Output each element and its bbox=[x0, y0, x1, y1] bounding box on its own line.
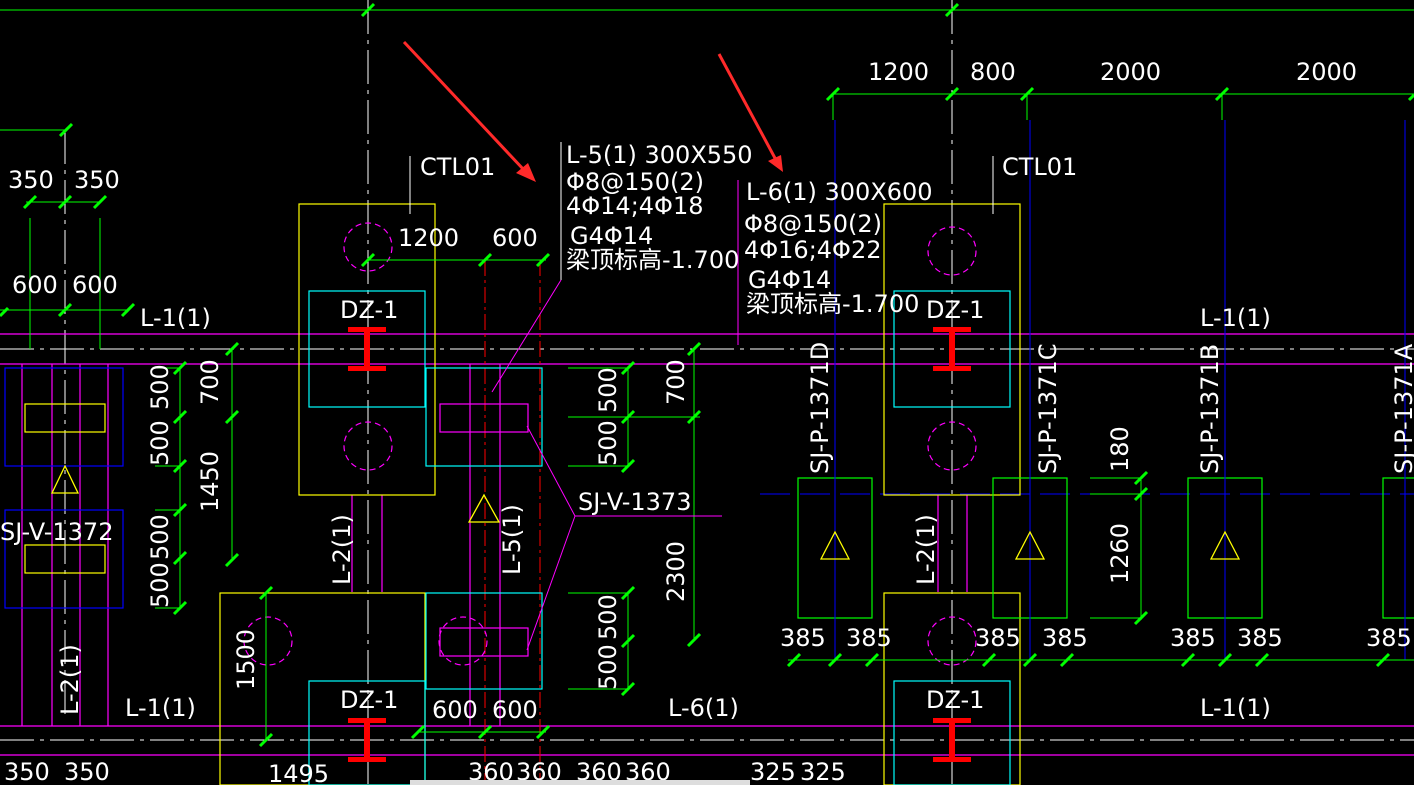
label-l2-a: L-2(1) bbox=[328, 514, 356, 585]
red-arrows bbox=[402, 40, 783, 182]
dim-text-1495: 1495 bbox=[268, 760, 329, 785]
l6-annotation-line5: 梁顶标高-1.700 bbox=[746, 290, 919, 318]
label-l2-b: L-2(1) bbox=[912, 514, 940, 585]
vertical-dimension-texts: 700 500 500 1450 500 500 500 500 700 230… bbox=[146, 359, 1134, 690]
dim-text-2000-b: 2000 bbox=[1296, 58, 1357, 86]
l6-annotation-line4: G4Φ14 bbox=[748, 266, 831, 294]
dim-text-600-b2: 600 bbox=[492, 696, 538, 724]
dim-text-385-2: 385 bbox=[846, 624, 892, 652]
dim-text-500-m2: 500 bbox=[594, 420, 622, 466]
l5-annotation-line4: G4Φ14 bbox=[570, 222, 653, 250]
dim-text-1450: 1450 bbox=[196, 451, 224, 512]
dim-text-1500: 1500 bbox=[232, 629, 260, 690]
dim-text-1200-mid: 1200 bbox=[398, 224, 459, 252]
label-l6-beam: L-6(1) bbox=[668, 694, 739, 722]
l6-annotation-line3: 4Φ16;4Φ22 bbox=[744, 236, 881, 264]
dim-text-500-l2: 500 bbox=[146, 420, 174, 466]
dim-text-500-l4: 500 bbox=[146, 562, 174, 608]
beams bbox=[0, 333, 1414, 756]
dim-text-2000-a: 2000 bbox=[1100, 58, 1161, 86]
dim-text-500-m4: 500 bbox=[594, 644, 622, 690]
label-l1-a: L-1(1) bbox=[140, 304, 211, 332]
beam-annotation-l5[interactable]: L-5(1) 300X550 Φ8@150(2) 4Φ14;4Φ18 G4Φ14… bbox=[566, 141, 753, 274]
element-labels: CTL01 CTL01 DZ-1 DZ-1 DZ-1 DZ-1 L-1(1) L… bbox=[0, 153, 1414, 722]
l5-annotation-line2: Φ8@150(2) bbox=[566, 168, 704, 196]
label-dz1-d: DZ-1 bbox=[926, 686, 984, 714]
label-l1-d: L-1(1) bbox=[1200, 694, 1271, 722]
label-l2-c: L-2(1) bbox=[56, 644, 84, 715]
label-sjv1373: SJ-V-1373 bbox=[578, 488, 691, 516]
dim-text-600-b1: 600 bbox=[432, 696, 478, 724]
label-sjp1371a: SJ-P-1371A bbox=[1390, 343, 1414, 474]
label-dz1-a: DZ-1 bbox=[340, 296, 398, 324]
dim-text-600-a: 600 bbox=[12, 271, 58, 299]
beam-annotation-l6[interactable]: L-6(1) 300X600 Φ8@150(2) 4Φ16;4Φ22 G4Φ14… bbox=[744, 178, 933, 318]
dim-text-350-d: 350 bbox=[64, 758, 110, 785]
dim-text-500-m3: 500 bbox=[594, 594, 622, 640]
dim-text-500-l1: 500 bbox=[146, 364, 174, 410]
equipment-triangles bbox=[50, 464, 1241, 560]
dim-text-385-7: 385 bbox=[1366, 624, 1412, 652]
dim-text-1200-top: 1200 bbox=[868, 58, 929, 86]
l5-annotation-line1: L-5(1) 300X550 bbox=[566, 141, 753, 169]
steel-column-markers bbox=[348, 327, 971, 762]
dim-text-325-1: 325 bbox=[750, 758, 796, 785]
l6-annotation-line1: L-6(1) 300X600 bbox=[746, 178, 933, 206]
dim-text-500-m1: 500 bbox=[594, 367, 622, 413]
label-l1-b: L-1(1) bbox=[1200, 304, 1271, 332]
red-beam-axes bbox=[484, 260, 541, 785]
dim-text-800-top: 800 bbox=[970, 58, 1016, 86]
label-dz1-b: DZ-1 bbox=[926, 296, 984, 324]
label-sjp1371b: SJ-P-1371B bbox=[1196, 344, 1224, 474]
bottom-scroll-highlight bbox=[410, 780, 750, 785]
dim-text-600-mid: 600 bbox=[492, 224, 538, 252]
dim-text-350-a: 350 bbox=[8, 166, 54, 194]
label-ctl01-a: CTL01 bbox=[420, 153, 495, 181]
label-dz1-c: DZ-1 bbox=[340, 686, 398, 714]
dim-text-385-5: 385 bbox=[1170, 624, 1216, 652]
magenta-leaders bbox=[491, 180, 739, 651]
dimension-ticks bbox=[0, 2, 1414, 748]
label-sjp1371c: SJ-P-1371C bbox=[1034, 343, 1062, 474]
top-dimension-texts: 1200 800 2000 2000 350 350 600 600 1200 … bbox=[8, 58, 1357, 299]
equipment-axes bbox=[834, 120, 1406, 660]
dim-text-350-c: 350 bbox=[4, 758, 50, 785]
dim-text-1260: 1260 bbox=[1106, 523, 1134, 584]
leader-lines bbox=[409, 142, 994, 280]
label-ctl01-b: CTL01 bbox=[1002, 153, 1077, 181]
label-sjp1371d: SJ-P-1371D bbox=[806, 342, 834, 474]
dim-text-385-6: 385 bbox=[1237, 624, 1283, 652]
dim-text-385-3: 385 bbox=[975, 624, 1021, 652]
dim-text-500-l3: 500 bbox=[146, 514, 174, 560]
l5-annotation-line3: 4Φ14;4Φ18 bbox=[566, 192, 703, 220]
label-l5-beam: L-5(1) bbox=[498, 504, 526, 575]
pile-circles bbox=[243, 222, 977, 666]
l5-annotation-line5: 梁顶标高-1.700 bbox=[566, 246, 739, 274]
label-sjv1372: SJ-V-1372 bbox=[0, 518, 113, 546]
l6-annotation-line2: Φ8@150(2) bbox=[744, 210, 882, 238]
dim-text-385-4: 385 bbox=[1042, 624, 1088, 652]
dim-text-700-left: 700 bbox=[196, 359, 224, 405]
dim-text-700-mid: 700 bbox=[662, 359, 690, 405]
dim-text-385-1: 385 bbox=[780, 624, 826, 652]
dim-text-600-b: 600 bbox=[72, 271, 118, 299]
dim-text-2300: 2300 bbox=[662, 541, 690, 602]
label-l1-c: L-1(1) bbox=[125, 694, 196, 722]
dim-text-325-2: 325 bbox=[800, 758, 846, 785]
dim-text-180: 180 bbox=[1106, 426, 1134, 472]
dim-text-350-b: 350 bbox=[74, 166, 120, 194]
